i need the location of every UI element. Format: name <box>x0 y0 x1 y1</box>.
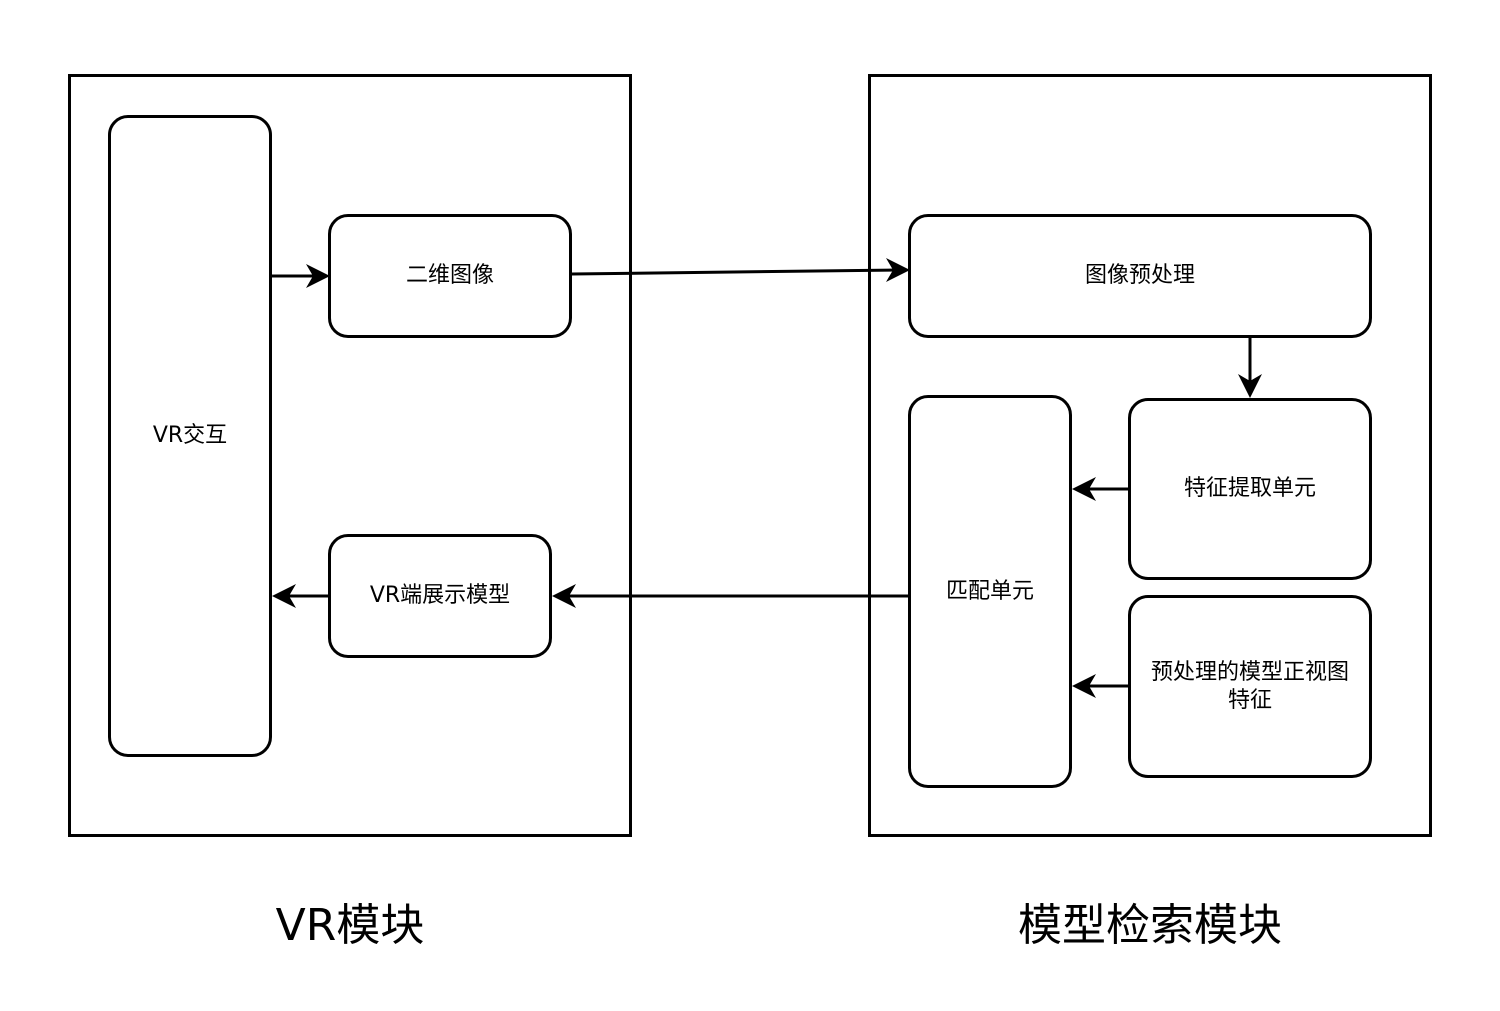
retrieval-module-caption: 模型检索模块 <box>1018 900 1282 951</box>
matching-unit-node: 匹配单元 <box>908 395 1072 788</box>
arrowhead-interaction-to-image <box>306 264 330 288</box>
arrowhead-preprocessing-to-extraction <box>1238 374 1262 398</box>
matching-unit-label: 匹配单元 <box>945 578 1034 604</box>
image-preprocessing-label: 图像预处理 <box>1084 263 1195 288</box>
vr-display-model-node: VR端展示模型 <box>328 534 552 658</box>
feature-extraction-unit-label: 特征提取单元 <box>1183 476 1316 501</box>
vr-interaction-label: VR交互 <box>152 423 228 448</box>
arrow-image-to-preprocessing <box>571 268 897 276</box>
preprocessed-front-view-features-label-line2: 特征 <box>1227 687 1272 713</box>
image-2d-node: 二维图像 <box>328 214 572 338</box>
preprocessed-front-view-features-label-line1: 预处理的模型正视图 <box>1150 659 1349 685</box>
image-preprocessing-node: 图像预处理 <box>908 214 1372 338</box>
arrowhead-image-to-preprocessing <box>886 258 910 282</box>
arrowhead-features-to-matching <box>1072 674 1096 698</box>
image-2d-label: 二维图像 <box>405 263 494 288</box>
arrowhead-matching-to-display <box>552 584 576 608</box>
vr-module-caption: VR模块 <box>275 900 425 951</box>
arrowhead-display-to-interaction <box>272 584 296 608</box>
vr-display-model-label: VR端展示模型 <box>369 583 511 608</box>
preprocessed-front-view-features-node: 预处理的模型正视图 特征 <box>1128 595 1372 778</box>
arrowhead-extraction-to-matching <box>1072 477 1096 501</box>
feature-extraction-unit-node: 特征提取单元 <box>1128 398 1372 580</box>
vr-interaction-node: VR交互 <box>108 115 272 757</box>
